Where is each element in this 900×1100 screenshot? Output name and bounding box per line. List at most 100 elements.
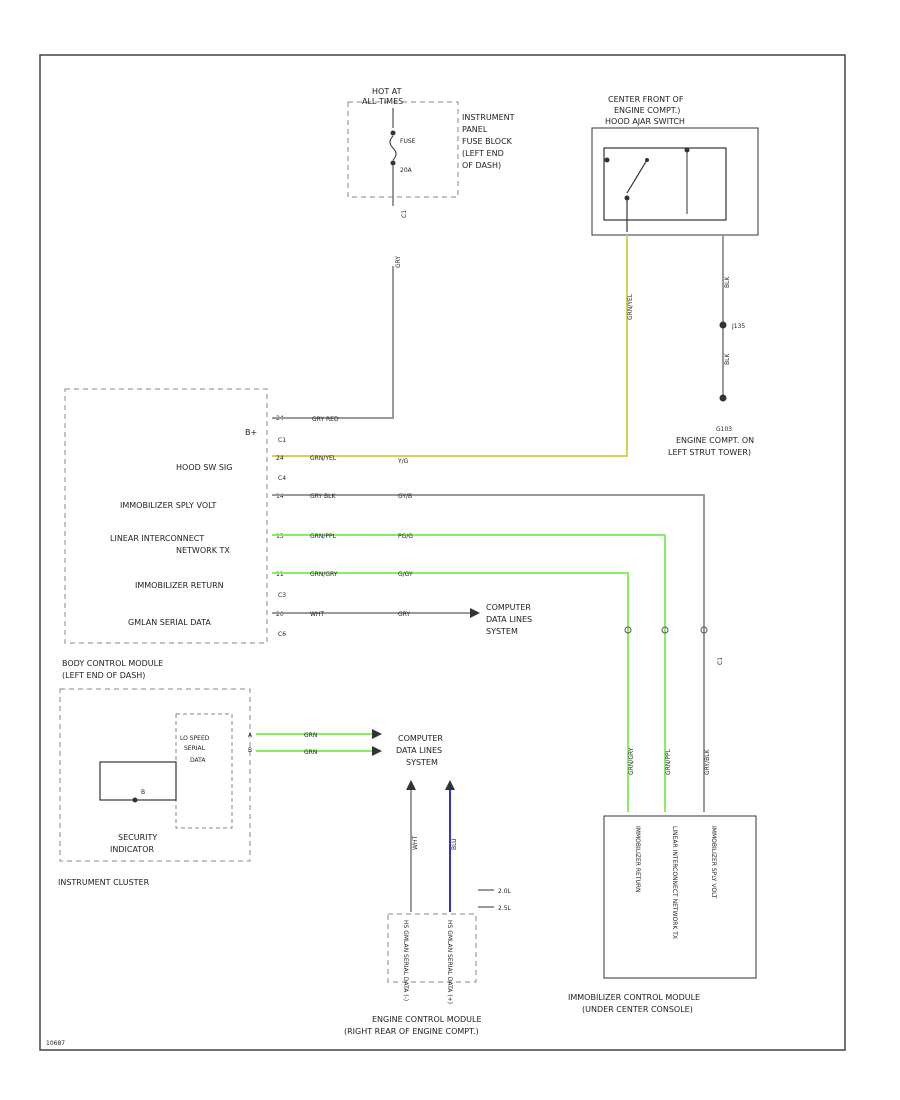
instrument-cluster: LO SPEED SERIAL DATA B SECURITY INDICATO… <box>59 688 253 862</box>
bcm-pin-gmlan: 20 <box>276 611 284 618</box>
fuse-pin: C1 <box>401 210 408 218</box>
cluster-serial-3: DATA <box>190 757 206 764</box>
ecm-name-1: ENGINE CONTROL MODULE <box>372 1015 482 1024</box>
hood-location-2: ENGINE COMPT.) <box>614 106 680 115</box>
fuse-icon <box>390 130 396 136</box>
bcm-label-gmlan: GMLAN SERIAL DATA <box>128 618 211 627</box>
fuse-rating: 20A <box>400 167 413 174</box>
ecm-name-2: (RIGHT REAR OF ENGINE COMPT.) <box>344 1027 479 1036</box>
cluster-wire-b: GRN <box>304 749 317 756</box>
cluster-serial-2: SERIAL <box>184 745 206 752</box>
imm-wire-sply: GRY/BLK <box>704 748 711 775</box>
bcm-wire-return: GRN/GRY <box>310 571 338 578</box>
bcm-conn-c3: C3 <box>278 592 286 599</box>
ground-id: G103 <box>716 426 732 433</box>
ecm-wire-plus: BLU <box>451 838 458 850</box>
bcm-wire-sply: GRY BLK <box>310 493 336 500</box>
fuse-location-3: FUSE BLOCK <box>462 137 513 146</box>
ecm-pin-minus: HS GMLAN SERIAL DATA (-) <box>402 920 409 1001</box>
arrow-up-icon <box>445 780 455 790</box>
bcm-pin-hood: 24 <box>276 455 284 462</box>
imm-name-2: (UNDER CENTER CONSOLE) <box>582 1005 693 1014</box>
imm-wire-lin: GRN/PPL <box>665 748 672 775</box>
fuse-name: FUSE <box>400 138 416 145</box>
fuse-wire-color: GRY <box>395 256 402 268</box>
bcm-conn-c1: C1 <box>278 437 286 444</box>
imm-pin-sply: IMMOBILIZER SPLY VOLT <box>710 826 717 899</box>
bcm-wire-hood: GRN/YEL <box>310 455 337 462</box>
bcm-far-wire-gmlan: GRY <box>398 611 410 618</box>
immobilizer-control-module: IMMOBILIZER RETURN LINEAR INTERCONNECT N… <box>603 815 757 979</box>
body-control-module: B+ HOOD SW SIG IMMOBILIZER SPLY VOLT LIN… <box>64 388 286 644</box>
hood-wire-after-splice: BLK <box>724 353 731 365</box>
bcm-label-lin-2: NETWORK TX <box>176 546 230 555</box>
imm-conn: C1 <box>717 657 724 665</box>
hood-switch-name: HOOD AJAR SWITCH <box>605 117 685 126</box>
imm-wire-return: GRN/GRY <box>628 747 635 775</box>
hood-location-1: CENTER FRONT OF <box>608 95 684 104</box>
hot-at-line-2: ALL TIMES <box>362 97 403 106</box>
bcm-far-wire-lin: PG/G <box>398 533 413 540</box>
cluster-pin-b: B <box>248 747 252 754</box>
fuse-block: HOT AT ALL TIMES INSTRUMENT PANEL FUSE B… <box>347 87 515 268</box>
bcm-dest-3: SYSTEM <box>486 627 518 636</box>
imm-pin-return: IMMOBILIZER RETURN <box>634 826 641 893</box>
diagram-frame <box>39 54 846 1051</box>
figure-ref: 10687 <box>46 1040 65 1047</box>
fuse-location-4: (LEFT END <box>462 149 504 158</box>
indicator-icon <box>132 797 138 803</box>
splice-id: J135 <box>731 323 745 330</box>
cluster-pin-a: A <box>248 732 253 739</box>
bcm-conn-c4: C4 <box>278 475 286 482</box>
bcm-conn-c6: C6 <box>278 631 286 638</box>
cluster-wire-a: GRN <box>304 732 317 739</box>
ecm-side-2: 2.5L <box>498 905 512 912</box>
bcm-dest-2: DATA LINES <box>486 615 532 624</box>
fuse-location-1: INSTRUMENT <box>462 113 515 122</box>
cluster-indicator-1: SECURITY <box>118 833 157 842</box>
ground-icon <box>719 394 727 402</box>
hot-at-line-1: HOT AT <box>372 87 402 96</box>
cluster-dest-1: COMPUTER <box>398 734 443 743</box>
bcm-pin-sply: 14 <box>276 493 284 500</box>
hood-switch-block: CENTER FRONT OF ENGINE COMPT.) HOOD AJAR… <box>591 95 759 236</box>
bcm-b-plus: B+ <box>245 428 257 437</box>
fuse-location-2: PANEL <box>462 125 488 134</box>
arrow-icon <box>372 729 382 739</box>
cluster-indicator-2: INDICATOR <box>110 845 154 854</box>
ground-location-1: ENGINE COMPT. ON <box>676 436 754 445</box>
cluster-name: INSTRUMENT CLUSTER <box>58 878 150 887</box>
bcm-label-hood: HOOD SW SIG <box>176 463 232 472</box>
bcm-wire-lin: GRN/PPL <box>310 533 337 540</box>
bcm-dest-1: COMPUTER <box>486 603 531 612</box>
cluster-serial-1: LO SPEED <box>180 735 210 742</box>
cluster-dest-2: DATA LINES <box>396 746 442 755</box>
splice-icon <box>719 321 727 329</box>
ecm-pin-plus: HS GMLAN SERIAL DATA (+) <box>446 920 453 1004</box>
bcm-pin-return: 11 <box>276 571 284 578</box>
bcm-label-return: IMMOBILIZER RETURN <box>135 581 224 590</box>
bcm-name-1: BODY CONTROL MODULE <box>62 659 163 668</box>
hood-switch-icon <box>604 157 610 163</box>
arrow-icon <box>470 608 480 618</box>
bcm-name-2: (LEFT END OF DASH) <box>62 671 145 680</box>
bcm-far-wire-return: G/GY <box>398 571 413 578</box>
bcm-far-wire-hood: Y/G <box>397 458 409 465</box>
fuse-location-5: OF DASH) <box>462 161 501 170</box>
bcm-pin-lin: 13 <box>276 533 284 540</box>
imm-pin-lin: LINEAR INTERCONNECT NETWORK TX <box>671 826 678 939</box>
bcm-wire-gmlan: WHT <box>310 611 324 618</box>
ecm-wire-minus: WHT <box>412 836 419 850</box>
bcm-far-wire-sply: GY/B <box>398 493 412 500</box>
cluster-indicator-pin: B <box>141 789 145 796</box>
hood-wire-left: GRN/YEL <box>627 293 634 320</box>
ground-location-2: LEFT STRUT TOWER) <box>668 448 751 457</box>
hood-wire-right: BLK <box>724 276 731 288</box>
arrow-up-icon <box>406 780 416 790</box>
bcm-label-sply: IMMOBILIZER SPLY VOLT <box>120 501 216 510</box>
bcm-wire-b-plus: GRY RED <box>312 416 339 423</box>
cluster-dest-3: SYSTEM <box>406 758 438 767</box>
imm-name-1: IMMOBILIZER CONTROL MODULE <box>568 993 700 1002</box>
arrow-icon <box>372 746 382 756</box>
